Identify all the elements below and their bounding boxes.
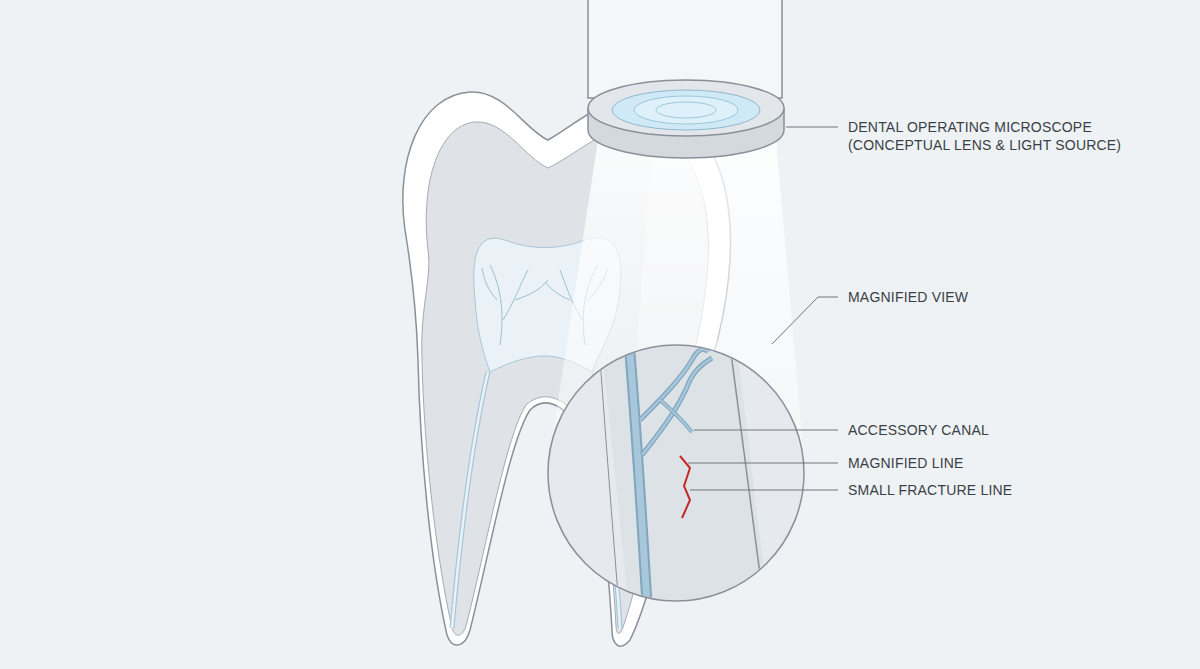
leader-lines	[688, 127, 838, 490]
magnified-view	[548, 330, 804, 620]
root-canal	[452, 372, 488, 628]
microscope	[588, 0, 784, 158]
light-beam	[636, 150, 720, 360]
part-label: DENTAL OPERATING MICROSCOPE (CONCEPTUAL …	[848, 118, 1178, 154]
part-label: MAGNIFIED VIEW	[848, 288, 1148, 306]
part-label: ACCESSORY CANAL	[848, 421, 1148, 439]
part-label: SMALL FRACTURE LINE	[848, 481, 1148, 499]
part-label: MAGNIFIED LINE	[848, 454, 1148, 472]
root-canal	[452, 372, 488, 628]
